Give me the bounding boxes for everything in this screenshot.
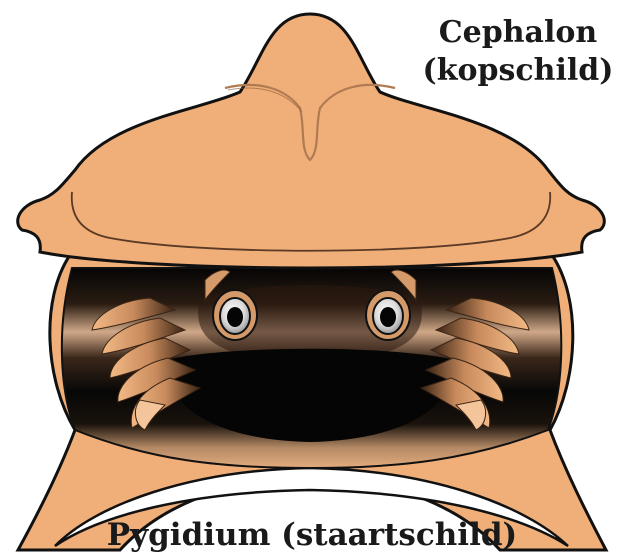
- eye-left-pupil: [227, 307, 243, 327]
- pygidium-label: Pygidium (staartschild): [107, 517, 517, 553]
- cephalon-label-line1: Cephalon: [439, 15, 598, 50]
- eye-right-pupil: [380, 307, 396, 327]
- cephalon-label-line2: (kopschild): [423, 53, 614, 88]
